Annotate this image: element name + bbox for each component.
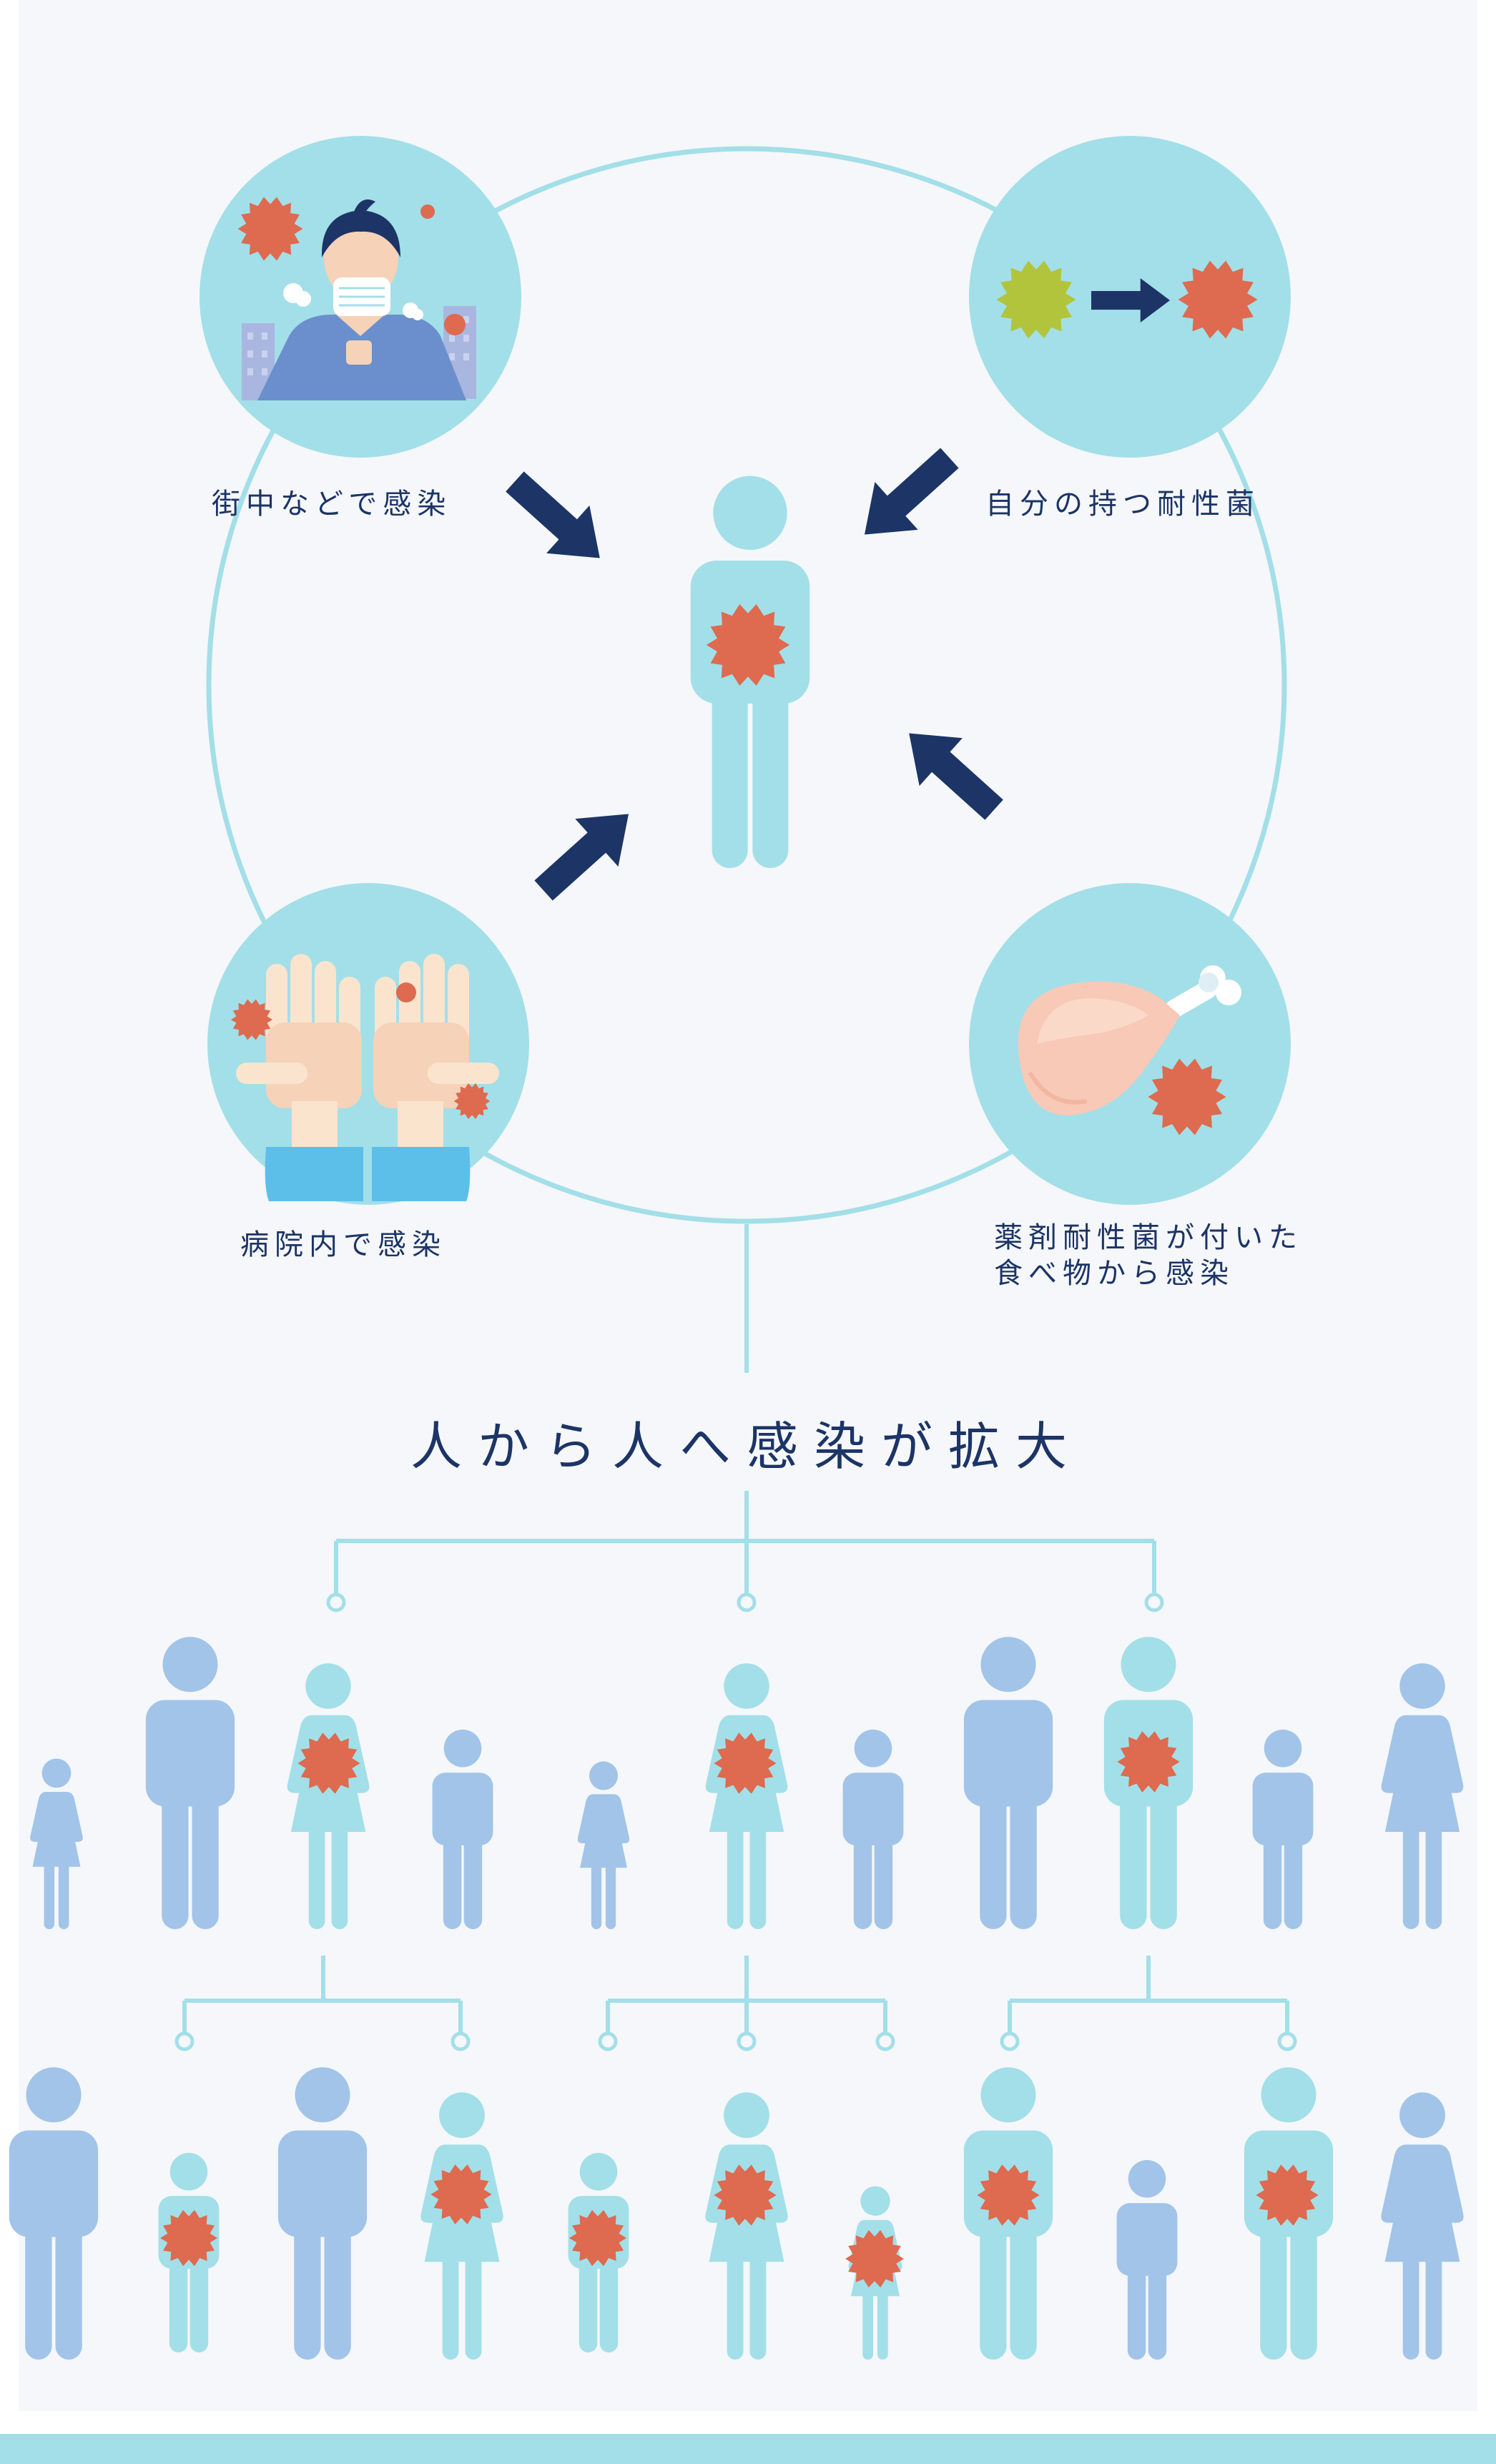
food-infection-label-line2: 食べ物から感染 — [994, 1257, 1234, 1290]
own-bacteria-icon — [969, 136, 1291, 458]
spread-heading: 人から人へ感染が拡大 — [410, 1416, 1083, 1477]
street-infection-icon — [200, 136, 521, 458]
street-infection-label: 街中などで感染 — [212, 488, 452, 521]
own-bacteria-label: 自分の持つ耐性菌 — [985, 488, 1260, 521]
spread-tree-nodes — [174, 1592, 1297, 2051]
hospital-infection-icon — [207, 883, 529, 1205]
hospital-infection-label: 病院内で感染 — [240, 1228, 446, 1261]
food-infection-label-line1: 薬剤耐性菌が付いた — [994, 1221, 1303, 1254]
cycle-ring — [206, 146, 1287, 1224]
bottom-band — [0, 2434, 1496, 2464]
spread-tree-lines — [182, 1224, 1289, 2034]
food-infection-icon — [969, 883, 1291, 1205]
